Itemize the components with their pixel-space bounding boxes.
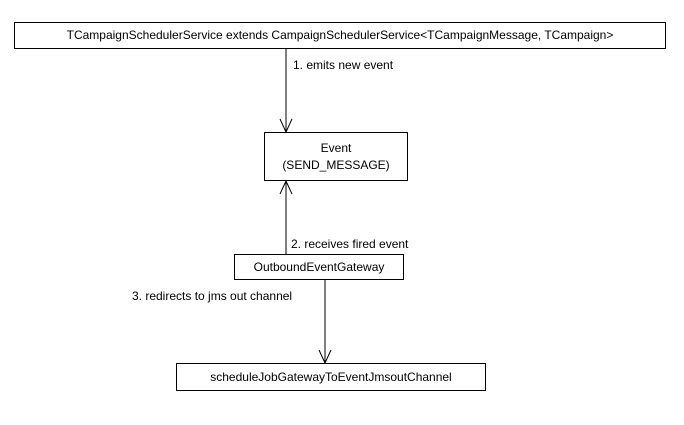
receives-label: 2. receives fired event bbox=[291, 237, 409, 251]
event-node: Event (SEND_MESSAGE) bbox=[264, 132, 408, 181]
scheduler-service-label: TCampaignSchedulerService extends Campai… bbox=[66, 28, 614, 42]
emits-label: 1. emits new event bbox=[293, 58, 394, 72]
jms-out-channel-node: scheduleJobGatewayToEventJmsoutChannel bbox=[176, 363, 486, 391]
event-type-label: (SEND_MESSAGE) bbox=[282, 157, 390, 172]
scheduler-service-node: TCampaignSchedulerService extends Campai… bbox=[14, 22, 666, 49]
redirects-label: 3. redirects to jms out channel bbox=[132, 289, 293, 303]
jms-out-channel-label: scheduleJobGatewayToEventJmsoutChannel bbox=[210, 369, 452, 384]
receives-arrow bbox=[279, 179, 293, 254]
emits-arrow bbox=[279, 48, 293, 134]
outbound-event-gateway-node: OutboundEventGateway bbox=[234, 254, 404, 280]
outbound-event-gateway-label: OutboundEventGateway bbox=[253, 259, 385, 274]
redirects-arrow bbox=[318, 279, 332, 365]
event-label: Event bbox=[320, 140, 352, 155]
